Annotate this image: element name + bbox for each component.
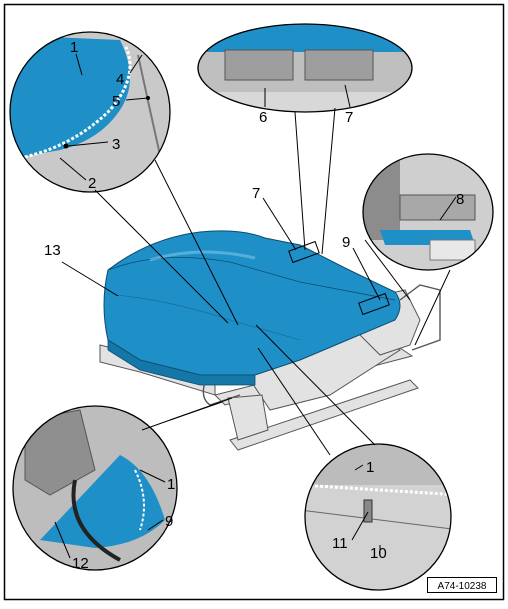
detail-top-left [9, 31, 171, 193]
callout-7-top: 7 [345, 109, 353, 126]
callout-1-top-left: 1 [70, 39, 78, 56]
callout-11: 11 [332, 535, 348, 552]
callout-10: 10 [370, 545, 387, 562]
detail-right [362, 153, 494, 271]
callout-12: 12 [72, 555, 89, 572]
detail-bottom-right [304, 443, 452, 591]
connector-lines [94, 107, 451, 456]
callout-4: 4 [116, 71, 124, 88]
callout-1-bottom-left: 1 [167, 476, 175, 493]
callout-1-bottom-right: 1 [366, 459, 374, 476]
seat-assembly [99, 230, 441, 451]
callout-labels: 1 4 5 3 2 6 7 7 8 9 13 1 9 12 1 11 10 [44, 39, 464, 572]
callout-13: 13 [44, 242, 61, 259]
outer-border [3, 3, 505, 601]
callout-8: 8 [456, 191, 464, 208]
callout-9-seat: 9 [342, 234, 350, 251]
callout-2: 2 [88, 175, 96, 192]
leader-lines [54, 53, 457, 559]
callout-3: 3 [112, 136, 120, 153]
detail-top-middle [197, 23, 413, 113]
callout-7-seat: 7 [252, 185, 260, 202]
figure-code-box: A74-10238 [427, 577, 497, 593]
detail-bottom-left [12, 405, 178, 571]
callout-6: 6 [259, 109, 267, 126]
callout-5: 5 [112, 93, 120, 110]
figure-code: A74-10238 [438, 581, 487, 592]
callout-9-bottom-left: 9 [165, 513, 173, 530]
